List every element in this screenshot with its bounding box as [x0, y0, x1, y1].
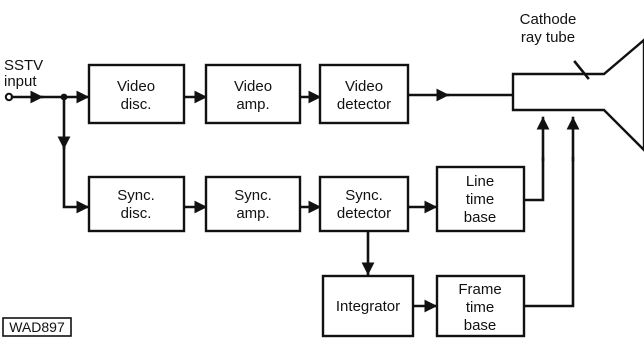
input-label-line1: SSTV: [4, 57, 43, 74]
video-detector-label-1: Video: [345, 78, 383, 95]
crt-shape: [511, 38, 644, 152]
video-detector-block: Video detector: [318, 63, 410, 125]
sync-detector-block: Sync. detector: [318, 175, 410, 233]
frame-time-base-block: Frame time base: [435, 274, 526, 338]
integrator-label: Integrator: [336, 298, 400, 315]
video-amp-label-2: amp.: [236, 96, 269, 113]
crt-label-line2: ray tube: [521, 29, 575, 46]
wire-line-base-up: [522, 156, 545, 202]
line-time-base-label-2: time: [466, 191, 494, 208]
video-amp-block: Video amp.: [204, 63, 302, 125]
video-disc-label-2: disc.: [121, 96, 152, 113]
sync-detector-label-1: Sync.: [345, 187, 383, 204]
video-disc-label-1: Video: [117, 78, 155, 95]
wire-to-sync-disc: [62, 146, 90, 214]
sync-disc-label-1: Sync.: [117, 187, 155, 204]
line-time-base-label-3: base: [464, 209, 497, 226]
input-label-line2: input: [4, 73, 37, 90]
wire-frame-base-up: [522, 156, 575, 308]
video-amp-label-1: Video: [234, 78, 272, 95]
frame-time-base-label-1: Frame: [458, 281, 501, 298]
line-time-base-block: Line time base: [435, 165, 526, 233]
crt-label-line1: Cathode: [520, 11, 577, 28]
sync-amp-label-2: amp.: [236, 205, 269, 222]
video-disc-block: Video disc.: [87, 63, 186, 125]
sync-detector-label-2: detector: [337, 205, 391, 222]
frame-time-base-label-3: base: [464, 317, 497, 334]
frame-time-base-label-2: time: [466, 299, 494, 316]
sync-disc-label-2: disc.: [121, 205, 152, 222]
sync-disc-block: Sync. disc.: [87, 175, 186, 233]
integrator-block: Integrator: [321, 274, 415, 338]
crt-leader-line: [573, 60, 590, 80]
line-time-base-label-1: Line: [466, 173, 494, 190]
video-detector-label-2: detector: [337, 96, 391, 113]
reference-tag: WAD897: [2, 317, 72, 337]
sync-amp-label-1: Sync.: [234, 187, 272, 204]
sync-amp-block: Sync. amp.: [204, 175, 302, 233]
reference-code: WAD897: [9, 319, 65, 335]
